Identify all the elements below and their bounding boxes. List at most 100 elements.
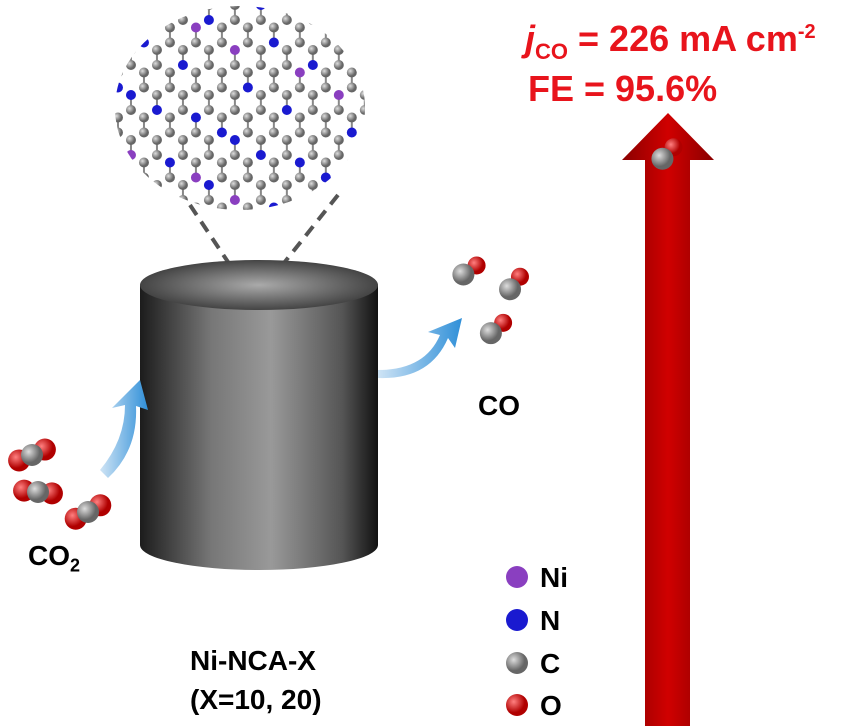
lattice-atom <box>373 173 383 183</box>
lattice-atom <box>87 158 97 168</box>
lattice-atom <box>399 263 409 273</box>
lattice-atom <box>307 150 318 160</box>
lattice-atom <box>87 83 97 93</box>
lattice-atom <box>190 37 201 48</box>
lattice-atom <box>386 60 396 70</box>
lattice-atom <box>294 67 305 78</box>
lattice-atom <box>164 82 175 93</box>
lattice-atom <box>125 195 136 205</box>
legend-ni-label: Ni <box>540 562 568 593</box>
lattice-atom <box>516 150 526 160</box>
lattice-atom <box>438 0 448 10</box>
lattice-atom <box>139 248 149 258</box>
lattice-atom <box>555 308 565 318</box>
lattice-atom <box>529 248 539 258</box>
lattice-atom <box>373 38 383 48</box>
lattice-atom <box>477 83 487 93</box>
lattice-atom <box>425 248 435 258</box>
lattice-atom <box>87 0 97 3</box>
lattice-atom <box>100 285 110 295</box>
lattice-atom <box>164 202 175 210</box>
lattice-atom <box>139 0 149 3</box>
lattice-atom <box>320 37 331 48</box>
lattice-atom <box>438 285 448 295</box>
lattice-atom <box>113 353 123 363</box>
lattice-atom <box>125 105 136 115</box>
lattice-atom <box>190 172 201 183</box>
lattice-atom <box>74 150 84 160</box>
lattice-atom <box>87 353 97 363</box>
lattice-atom <box>100 195 110 205</box>
lattice-atom <box>529 353 539 363</box>
lattice-atom <box>164 172 175 183</box>
lattice-atom <box>307 6 318 10</box>
lattice-atom <box>490 180 500 190</box>
lattice-atom <box>386 90 396 100</box>
lattice-atom <box>242 22 253 33</box>
lattice-atom <box>138 67 149 78</box>
lattice-atom <box>607 0 617 3</box>
lattice-atom <box>555 248 565 258</box>
lattice-atom <box>255 135 266 145</box>
lattice-atom <box>74 285 84 295</box>
lattice-atom <box>490 285 500 295</box>
lattice-atom <box>100 150 110 160</box>
lattice-atom <box>607 248 617 258</box>
lattice-atom <box>464 330 474 340</box>
lattice-atom <box>503 353 513 363</box>
lattice-atom <box>191 248 201 258</box>
lattice-atom <box>138 82 149 93</box>
lattice-atom <box>477 23 487 33</box>
lattice-atom <box>295 0 305 3</box>
lattice-atom <box>100 330 110 340</box>
lattice-atom <box>529 338 539 348</box>
lattice-atom <box>151 105 162 115</box>
lattice-atom <box>359 60 365 70</box>
lattice-atom <box>607 308 617 318</box>
lattice-atom <box>165 0 175 3</box>
lattice-atom <box>255 90 266 100</box>
lattice-atom <box>503 83 513 93</box>
lattice-atom <box>425 173 435 183</box>
lattice-atom <box>347 248 357 258</box>
lattice-atom <box>229 90 240 100</box>
lattice-atom <box>581 173 591 183</box>
lattice-atom <box>294 157 305 168</box>
lattice-atom <box>281 150 292 160</box>
lattice-atom <box>242 127 253 138</box>
lattice-atom <box>464 195 474 205</box>
j-symbol: j <box>525 18 536 59</box>
lattice-atom <box>190 157 201 168</box>
lattice-atom <box>425 293 435 303</box>
lattice-atom <box>229 6 240 10</box>
lattice-atom <box>425 113 435 123</box>
lattice-atom <box>307 15 318 25</box>
lattice-atom <box>346 67 357 78</box>
lattice-atom <box>203 90 214 100</box>
lattice-atom <box>503 38 513 48</box>
lattice-atom <box>87 113 97 123</box>
lattice-atom <box>399 293 409 303</box>
lattice-atom <box>503 338 513 348</box>
lattice-atom <box>399 68 409 78</box>
lattice-atom <box>242 157 253 168</box>
lattice-atom <box>217 0 227 3</box>
lattice-atom <box>568 135 578 145</box>
lattice-atom <box>178 225 188 235</box>
lattice-atom <box>359 195 365 205</box>
lattice-atom <box>529 128 539 138</box>
lattice-atom <box>412 285 422 295</box>
lattice-atom <box>399 83 409 93</box>
lattice-atom <box>125 6 136 10</box>
lattice-atom <box>438 240 448 250</box>
lattice-atom <box>268 22 279 33</box>
lattice-atom <box>425 338 435 348</box>
lattice-atom <box>151 195 162 205</box>
lattice-atom <box>477 353 487 363</box>
lattice-atom <box>464 240 474 250</box>
lattice-atom <box>555 263 565 273</box>
lattice-atom <box>255 195 266 205</box>
lattice-atom <box>307 180 318 190</box>
lattice-atom <box>503 158 513 168</box>
lattice-atom <box>529 0 539 3</box>
